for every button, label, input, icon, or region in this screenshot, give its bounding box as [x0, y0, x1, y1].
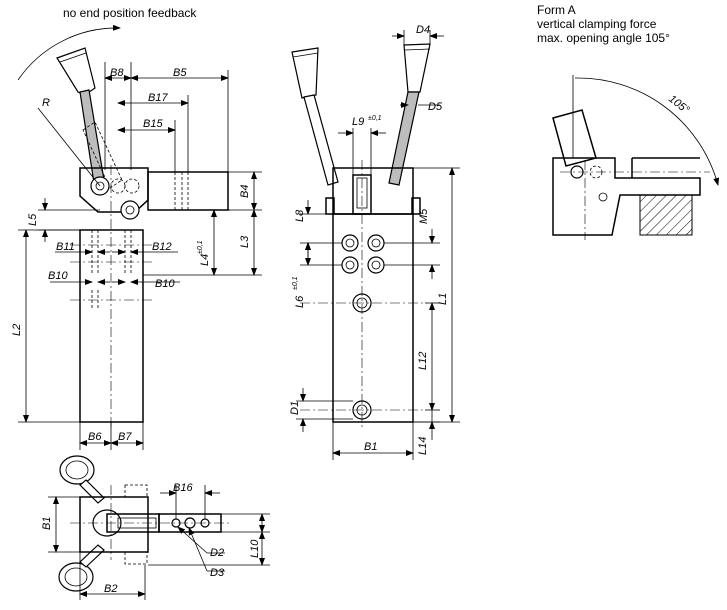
- dim-B10-left: B10: [48, 270, 68, 282]
- form-clamp-body: [552, 157, 701, 236]
- dim-R: R: [42, 97, 50, 109]
- top-lower-lever: [79, 544, 105, 568]
- dim-B6: B6: [88, 431, 102, 443]
- dim-B10-right: B10: [155, 278, 175, 290]
- front-hole-4: [367, 256, 385, 274]
- form-workpiece: [639, 194, 693, 236]
- dim-L8: L8: [294, 209, 306, 222]
- front-right-stud: [411, 197, 421, 215]
- dim-L4-tolerance: ±0,1: [197, 240, 204, 254]
- top-upper-knob: [59, 455, 95, 485]
- top-upper-lever: [79, 479, 105, 504]
- dim-D1: D1: [289, 401, 301, 415]
- form-pivot-2: [598, 192, 608, 202]
- front-base-body: [332, 213, 414, 423]
- dim-L14: L14: [417, 437, 429, 455]
- dim-B2: B2: [104, 583, 117, 595]
- note-form-line2: max. opening angle 105°: [537, 31, 670, 45]
- dim-L4: L4: [199, 254, 211, 266]
- angle-arc: [574, 77, 720, 186]
- dim-B12: B12: [152, 241, 172, 253]
- dim-L10: L10: [249, 539, 261, 558]
- front-hole-1: [341, 234, 359, 252]
- note-form-title: Form A: [537, 3, 576, 17]
- dim-B8: B8: [110, 67, 124, 79]
- form-a-detail: 105°: [552, 75, 720, 240]
- dim-L3: L3: [239, 235, 251, 248]
- note-form-line1: vertical clamping force: [537, 17, 657, 31]
- dim-D5: D5: [428, 101, 443, 113]
- dim-L1: L1: [437, 293, 449, 305]
- top-view: B16 B1 D2 D3 L10 B2: [41, 455, 270, 600]
- dim-B5: B5: [173, 67, 187, 79]
- side-view: R B8 B5 B17 B15 B4 L5 B11 B12 L3 L4 ±0,1…: [11, 24, 262, 450]
- dim-L5: L5: [27, 213, 39, 226]
- top-base-body: [79, 496, 149, 553]
- dim-B1-front: B1: [364, 441, 377, 453]
- dim-D3: D3: [210, 567, 225, 579]
- front-right-handle-grip: [403, 43, 431, 93]
- top-lower-knob: [58, 562, 94, 592]
- dim-L12: L12: [417, 352, 429, 370]
- dim-B17: B17: [148, 92, 168, 104]
- dim-B11: B11: [56, 241, 75, 253]
- dim-L9: L9: [352, 116, 364, 128]
- front-left-lever: [303, 94, 339, 186]
- front-view: D4 D5 L9 ±0,1 L8 M5 L6 ±0,1 L1 L12 D1 L1…: [289, 24, 460, 460]
- dim-D2: D2: [210, 547, 224, 559]
- dim-L6-tolerance: ±0,1: [292, 276, 299, 290]
- dim-B15: B15: [143, 118, 163, 130]
- front-left-handle-grip: [291, 47, 319, 99]
- dim-L6: L6: [294, 295, 306, 308]
- side-pivot-lower: [120, 200, 140, 220]
- dim-B16: B16: [173, 482, 193, 494]
- dim-angle: 105°: [666, 93, 692, 117]
- note-feedback: no end position feedback: [63, 6, 197, 20]
- dim-M5: M5: [418, 208, 430, 224]
- dim-L2: L2: [11, 324, 23, 336]
- side-handle-grip: [56, 47, 96, 96]
- dim-B4: B4: [239, 185, 251, 198]
- front-hole-2: [367, 234, 385, 252]
- front-hole-3: [341, 256, 359, 274]
- side-base-body: [79, 229, 144, 423]
- dim-L9-tolerance: ±0,1: [368, 115, 382, 122]
- dim-B1-top: B1: [41, 517, 53, 530]
- side-lever-shaft: [79, 89, 105, 184]
- front-right-lever: [388, 91, 420, 186]
- dim-D4: D4: [416, 24, 430, 36]
- dim-B7: B7: [118, 431, 132, 443]
